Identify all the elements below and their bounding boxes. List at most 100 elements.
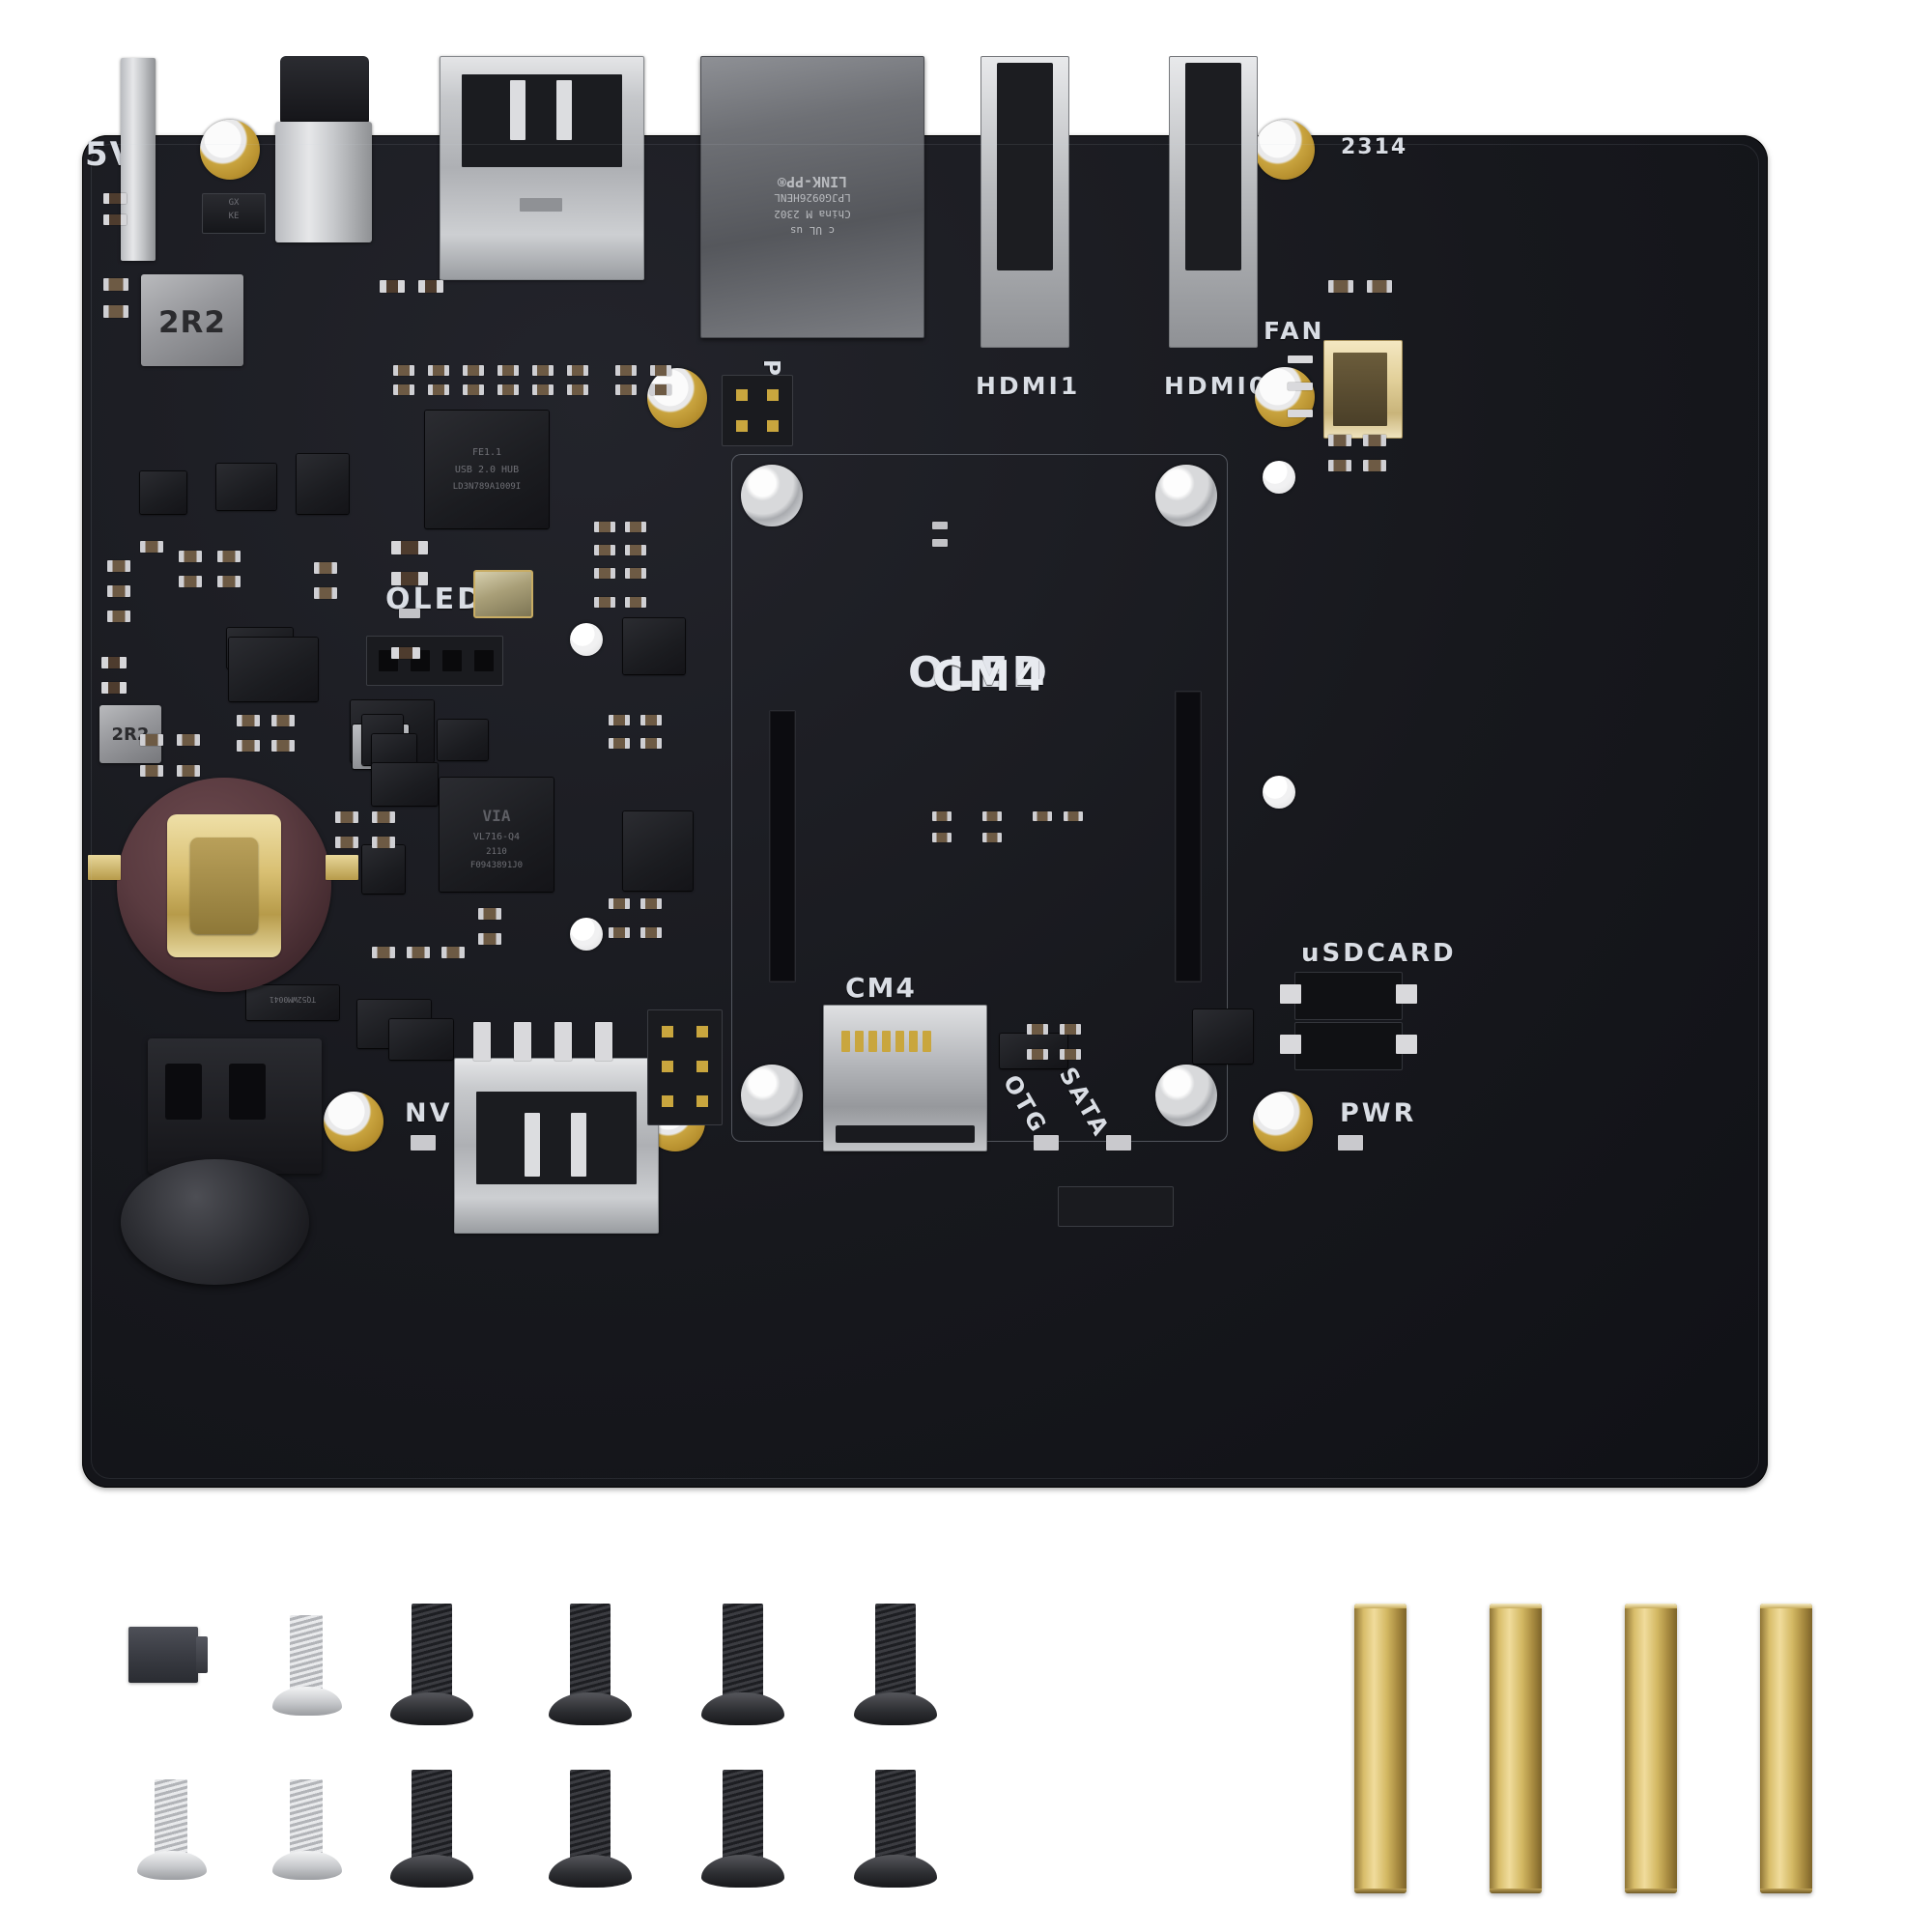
capacitor <box>609 927 630 938</box>
capacitor <box>441 947 465 958</box>
hdmi0-label: HDMI0 <box>1164 372 1269 400</box>
capacitor <box>140 765 163 777</box>
level-shifter-ic <box>623 618 685 674</box>
mount-hole-metal-4 <box>1155 1065 1217 1126</box>
mount-hole-gold-7 <box>1253 1092 1313 1151</box>
usb-a-port-top[interactable] <box>440 56 644 280</box>
capacitor <box>237 715 260 726</box>
black-screw-long <box>701 1604 784 1727</box>
capacitor <box>1060 1024 1081 1035</box>
capacitor <box>609 898 630 909</box>
capacitor <box>640 927 662 938</box>
capacitor <box>177 734 200 746</box>
debug-header[interactable] <box>1058 1186 1174 1227</box>
pwr-led <box>411 1135 436 1151</box>
usb-pin-2 <box>514 1022 531 1061</box>
aux-2x3-header[interactable] <box>647 1009 723 1125</box>
sot23-ic <box>1193 1009 1253 1064</box>
black-screw-long <box>390 1604 473 1727</box>
mount-hole-gold-5 <box>324 1092 384 1151</box>
capacitor <box>625 522 646 532</box>
hdmi1-port[interactable] <box>980 56 1069 348</box>
tvs-diode: GX KE <box>202 193 266 234</box>
date-code-label: 2314 <box>1341 135 1408 159</box>
dc-barrel-jack-barrel <box>121 1159 309 1285</box>
capacitor <box>1033 811 1052 821</box>
capacitor <box>609 715 630 725</box>
mount-hole-gold-1 <box>200 120 260 180</box>
capacitor <box>1367 280 1392 293</box>
resistor <box>101 657 127 668</box>
otg-jumper[interactable] <box>1280 1022 1417 1070</box>
dc-barrel-jack[interactable] <box>148 1038 322 1174</box>
capacitor <box>640 738 662 749</box>
poe-header[interactable] <box>722 375 793 446</box>
ldo-regulator: TQ52WM0041 <box>246 985 339 1020</box>
usb-pin-1 <box>473 1022 491 1061</box>
capacitor <box>107 560 130 572</box>
capacitor <box>107 611 130 622</box>
usb-a-port-bottom[interactable] <box>454 1058 659 1234</box>
capacitor <box>609 738 630 749</box>
capacitor <box>463 365 484 376</box>
aon-jumper[interactable] <box>1280 972 1417 1020</box>
oled-header[interactable] <box>366 636 503 686</box>
black-screw-short <box>549 1770 632 1889</box>
sata-led <box>1034 1135 1059 1151</box>
reset-button-cap[interactable] <box>280 56 369 126</box>
brass-standoff <box>1354 1604 1406 1893</box>
fan-pin-3 <box>1288 410 1313 417</box>
capacitor <box>140 541 163 553</box>
capacitor <box>1064 811 1083 821</box>
usb-hub-ic: FE1.1 USB 2.0 HUB LD3N789A1009I <box>425 411 549 528</box>
rubber-foot-spacer <box>128 1627 208 1683</box>
resistor <box>391 541 428 554</box>
fan-connector[interactable] <box>1323 340 1403 439</box>
rtc-battery-holder <box>117 778 331 992</box>
soic-ic-2 <box>372 763 438 806</box>
capacitor <box>372 837 395 848</box>
capacitor <box>594 597 615 608</box>
capacitor <box>407 947 430 958</box>
capacitor <box>217 576 241 587</box>
capacitor <box>177 765 200 777</box>
mux-ic <box>623 811 693 891</box>
rj45-ethernet-port[interactable]: c UL us China M 2302 LPJG0926HENL LINK-P… <box>700 56 924 338</box>
aon-label: uSDCARD <box>1301 939 1457 968</box>
reset-button-body[interactable] <box>275 122 372 242</box>
capacitor <box>640 898 662 909</box>
mount-hole-gold-3 <box>647 368 707 428</box>
hdmi0-port[interactable] <box>1169 56 1258 348</box>
cm4-module-outline: OLED <box>731 454 1228 1142</box>
capacitor <box>393 384 414 395</box>
resistor <box>103 214 127 225</box>
capacitor <box>103 278 128 291</box>
fan-header-label: FAN <box>1264 317 1325 345</box>
capacitor <box>1027 1049 1048 1060</box>
cm4-carrier-board: 5V 2314 FAN HDMI1 HDMI0 POE OLED CM4 uSD… <box>82 56 1768 1488</box>
capacitor <box>1060 1049 1081 1060</box>
capacitor <box>428 365 449 376</box>
cm4-module-label: OLED <box>907 648 1052 697</box>
capacitor <box>982 811 1002 821</box>
capacitor <box>1328 280 1353 293</box>
hdmi1-label: HDMI1 <box>976 372 1081 400</box>
usb-pin-3 <box>554 1022 572 1061</box>
capacitor <box>615 365 637 376</box>
capacitor <box>314 587 337 599</box>
small-ic-3 <box>140 471 186 514</box>
silver-screw-short <box>137 1779 207 1886</box>
cm4-ddr-connector-left <box>769 710 796 982</box>
mount-hole-white-1 <box>570 623 603 656</box>
capacitor <box>314 562 337 574</box>
capacitor <box>217 551 241 562</box>
capacitor <box>640 715 662 725</box>
capacitor <box>567 384 588 395</box>
capacitor <box>107 585 130 597</box>
capacitor <box>179 576 202 587</box>
microsd-card-slot[interactable] <box>823 1005 987 1151</box>
capacitor <box>625 597 646 608</box>
mount-hole-gold-2 <box>1255 120 1315 180</box>
test-point <box>932 539 948 547</box>
capacitor <box>428 384 449 395</box>
